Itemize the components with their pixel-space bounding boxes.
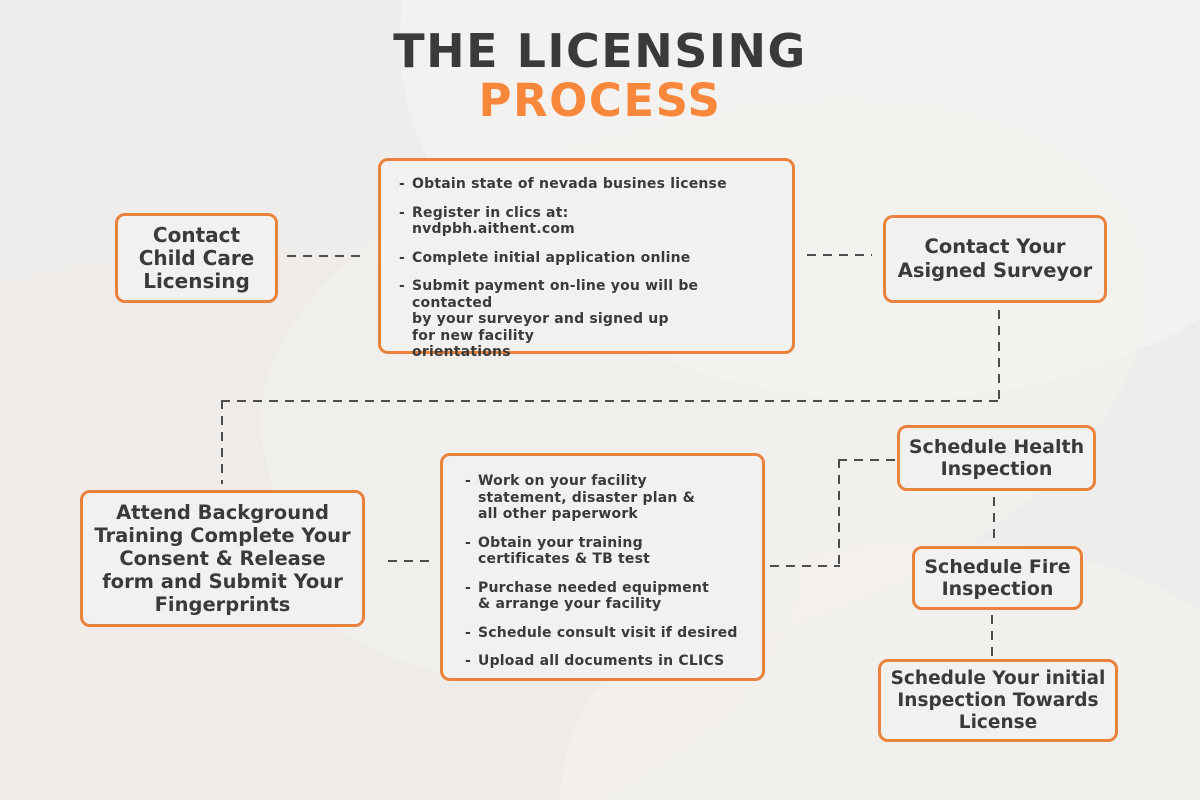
node-schedule-initial-inspection: Schedule Your initial Inspection Towards… [878,659,1118,742]
node-label: Schedule Health Inspection [908,436,1085,480]
list-item-text: Purchase needed equipment & arrange your… [478,579,709,613]
list-item: - Obtain state of nevada busines license [399,176,780,193]
node-label: Contact Child Care Licensing [138,222,255,293]
application-steps-list: - Obtain state of nevada busines license… [381,161,792,373]
connector-fire-to-initial [991,615,994,657]
connector-down-to-attend [221,400,224,484]
node-label: Schedule Your initial Inspection Towards… [890,667,1106,733]
list-item: - Register in clics at: nvdpbh.aithent.c… [399,205,780,238]
connector-health-to-fire [993,497,996,543]
dash-bullet: - [399,176,406,192]
dash-bullet: - [399,249,406,266]
dash-bullet: - [399,278,406,294]
dash-bullet: - [465,653,472,669]
list-item: - Complete initial application online [399,250,780,267]
node-label: Attend Background Training Complete Your… [94,501,351,616]
node-attend-background-training: Attend Background Training Complete Your… [80,490,365,627]
list-item: - Submit payment on-line you will be con… [399,278,780,361]
list-item-text: Complete initial application online [412,249,691,266]
dash-bullet: - [465,624,472,641]
list-item-text: Submit payment on-line you will be conta… [412,278,699,360]
page-title-line-2: PROCESS [478,74,722,127]
list-item-text: Register in clics at: nvdpbh.aithent.com [412,204,575,238]
list-item: - Work on your facility statement, disas… [465,473,752,523]
dash-bullet: - [465,473,472,489]
node-schedule-fire-inspection: Schedule Fire Inspection [912,546,1083,610]
dash-bullet: - [465,579,472,596]
connector-preparation-out [770,565,840,568]
page-title: THE LICENSING PROCESS [0,26,1200,126]
connector-surveyor-down [998,310,1001,402]
node-contact-assigned-surveyor: Contact Your Asigned Surveyor [883,215,1107,303]
connector-preparation-up [838,459,841,567]
node-label: Contact Your Asigned Surveyor [897,235,1093,282]
list-item: - Upload all documents in CLICS [465,653,752,670]
node-preparation-steps: - Work on your facility statement, disas… [440,453,765,681]
node-schedule-health-inspection: Schedule Health Inspection [897,425,1096,491]
list-item: - Obtain your training certificates & TB… [465,535,752,568]
connector-to-health [838,459,895,462]
page-title-line-1: THE LICENSING [393,24,807,78]
dash-bullet: - [465,534,472,551]
node-label: Schedule Fire Inspection [924,556,1071,600]
list-item-text: Obtain state of nevada busines license [412,176,727,192]
list-item-text: Obtain your training certificates & TB t… [478,534,651,568]
connector-attend-to-preparation [388,560,436,563]
list-item-text: Work on your facility statement, disaste… [478,473,696,522]
connector-licensing-to-application [287,255,367,258]
list-item-text: Schedule consult visit if desired [478,624,738,641]
node-contact-child-care-licensing: Contact Child Care Licensing [115,213,278,303]
connector-long-horizontal [221,400,1000,403]
dash-bullet: - [399,204,406,221]
list-item-text: Upload all documents in CLICS [478,653,725,669]
preparation-steps-list: - Work on your facility statement, disas… [443,456,762,682]
list-item: - Schedule consult visit if desired [465,625,752,642]
list-item: - Purchase needed equipment & arrange yo… [465,580,752,613]
connector-application-to-surveyor [807,254,872,257]
node-application-steps: - Obtain state of nevada busines license… [378,158,795,360]
